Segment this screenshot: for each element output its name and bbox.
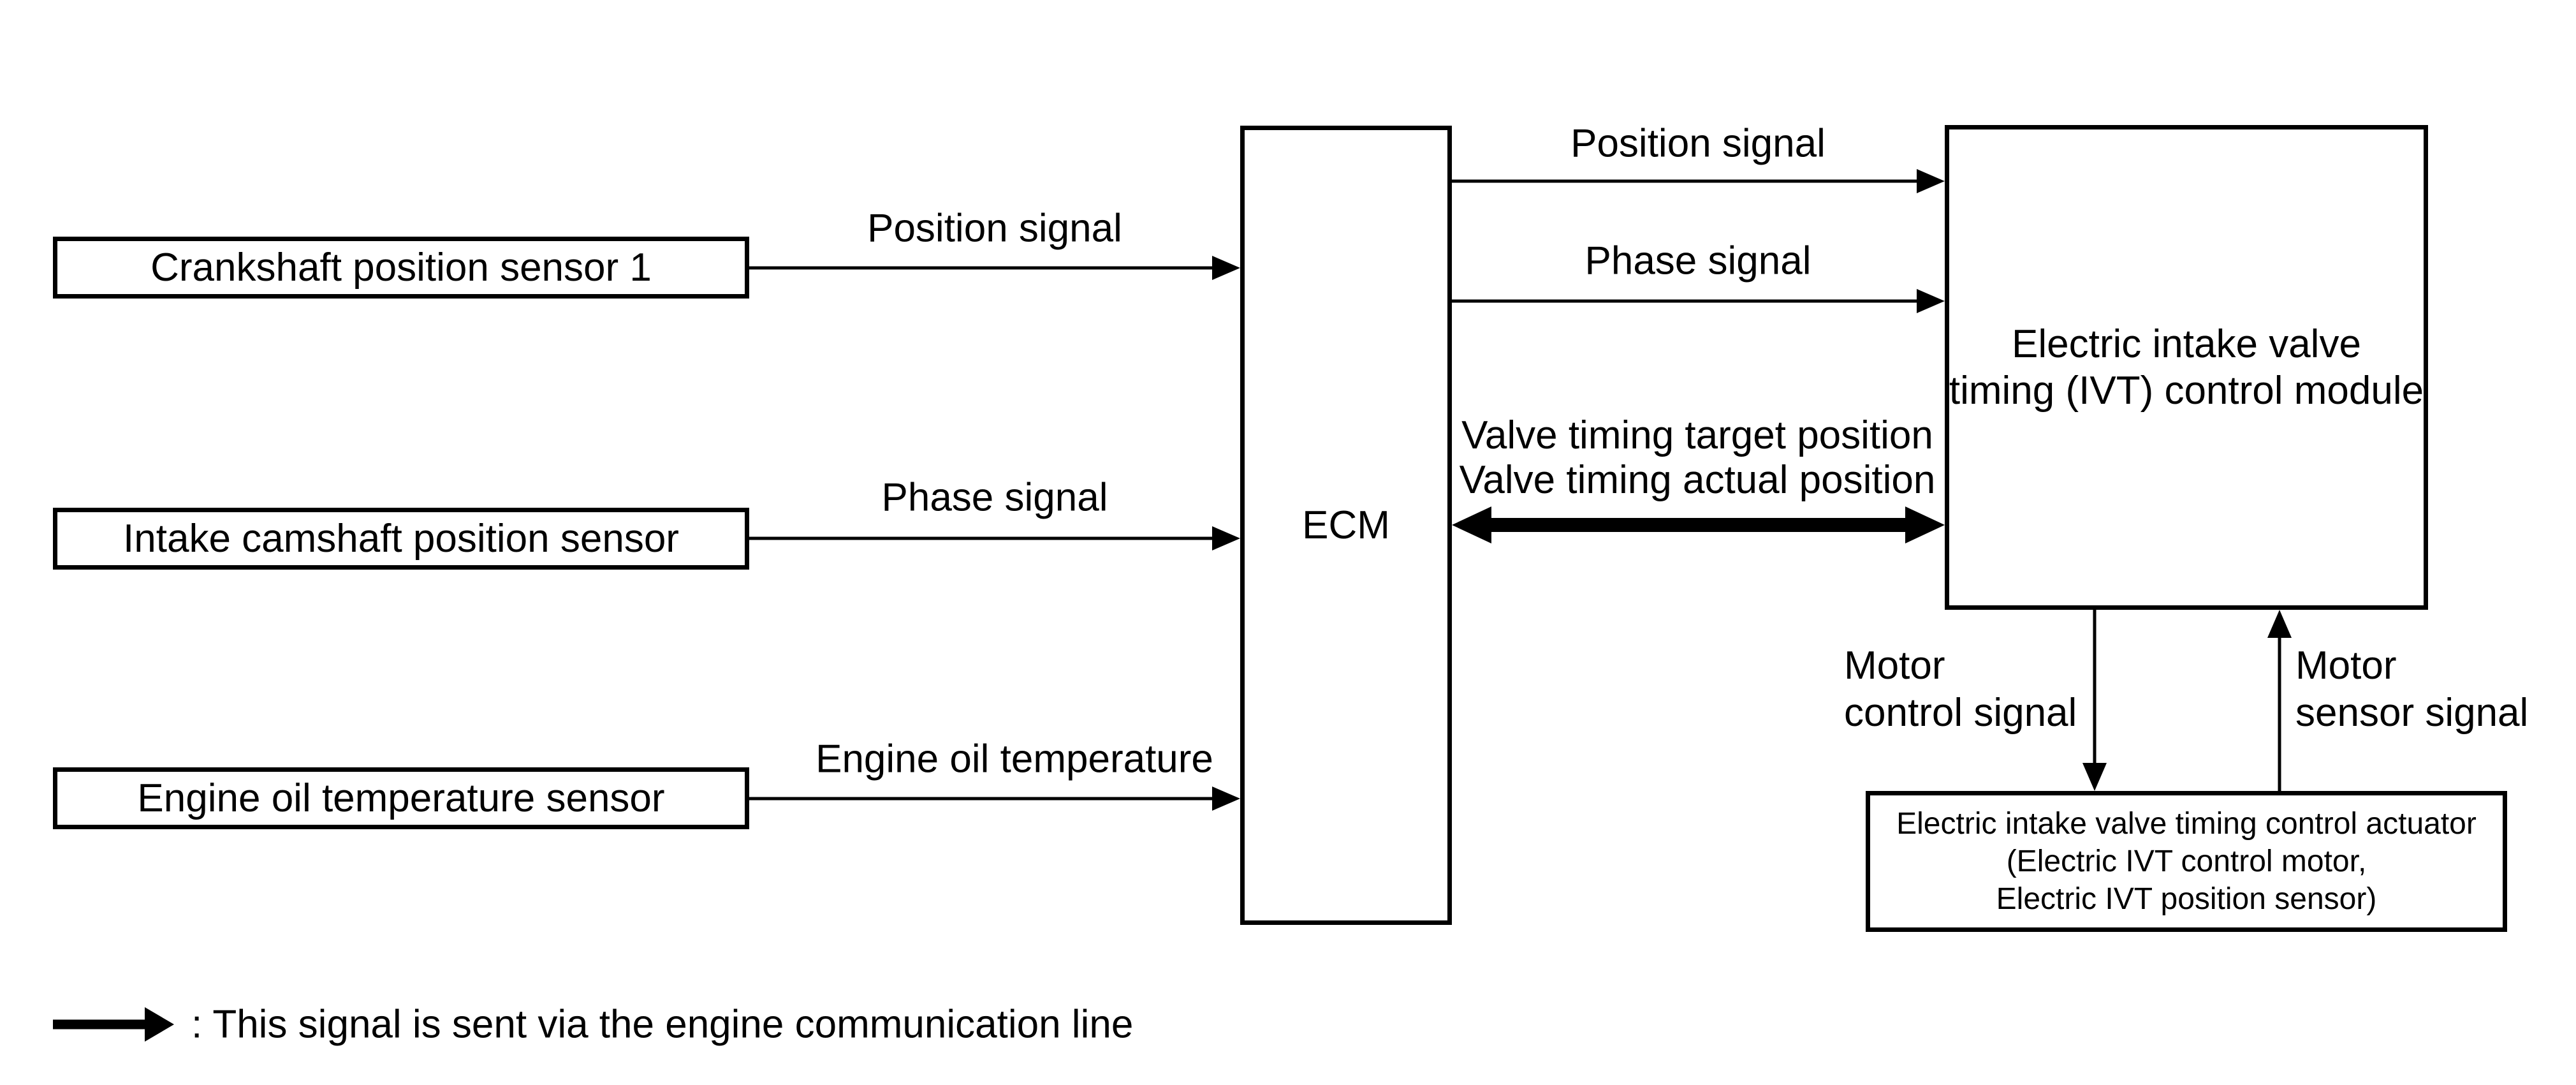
label-valve-timing-target-position: Valve timing target position [1461, 413, 1933, 457]
sensor-box-crankshaft-position-label: Crankshaft position sensor 1 [150, 246, 652, 290]
sensor-box-engine-oil-temperature: Engine oil temperature sensor [53, 767, 749, 829]
ivt-control-module-label-line2: timing (IVT) control module [1949, 369, 2424, 413]
arrowhead-motor-control [2082, 763, 2107, 791]
bus-arrowhead-left [1452, 506, 1491, 543]
ivt-actuator-label-line3: Electric IVT position sensor) [1996, 882, 2377, 916]
label-camshaft-phase-signal: Phase signal [881, 475, 1108, 520]
label-motor-sensor-signal: Motor sensor signal [2295, 642, 2528, 737]
arrowhead-ecm-phase-to-ivt [1917, 289, 1945, 313]
label-motor-control-signal-line2: control signal [1844, 691, 2077, 735]
label-engine-oil-temperature: Engine oil temperature [816, 737, 1213, 781]
ecm-box: ECM [1240, 126, 1452, 925]
label-crankshaft-position-signal: Position signal [867, 206, 1122, 251]
ivt-control-module-box: Electric intake valve timing (IVT) contr… [1945, 125, 2428, 610]
label-motor-control-signal-line1: Motor [1844, 644, 1945, 688]
sensor-box-engine-oil-temperature-label: Engine oil temperature sensor [137, 776, 665, 820]
label-motor-sensor-signal-line1: Motor [2295, 644, 2397, 688]
label-valve-timing-bus: Valve timing target position Valve timin… [1460, 413, 1936, 503]
arrowhead-ecm-position-to-ivt [1917, 169, 1945, 193]
arrowhead-crankshaft-to-ecm [1212, 256, 1240, 280]
sensor-box-intake-camshaft-position: Intake camshaft position sensor [53, 508, 749, 570]
ivt-control-module-label-line1: Electric intake valve [2012, 322, 2361, 366]
bus-arrowhead-right [1905, 506, 1945, 543]
sensor-box-crankshaft-position: Crankshaft position sensor 1 [53, 237, 749, 299]
ivt-actuator-label-line1: Electric intake valve timing control act… [1896, 807, 2477, 841]
arrowhead-camshaft-to-ecm [1212, 526, 1240, 550]
legend-text: : This signal is sent via the engine com… [191, 1002, 1134, 1047]
ecm-box-label: ECM [1302, 503, 1390, 547]
ivt-actuator-label-line2: (Electric IVT control motor, [2006, 845, 2367, 878]
label-valve-timing-actual-position: Valve timing actual position [1459, 458, 1936, 502]
arrowhead-oiltemp-to-ecm [1212, 786, 1240, 811]
label-motor-control-signal: Motor control signal [1844, 642, 2077, 737]
label-ecm-position-signal: Position signal [1570, 121, 1826, 166]
label-motor-sensor-signal-line2: sensor signal [2295, 691, 2529, 735]
legend-arrowhead [145, 1007, 174, 1042]
sensor-box-intake-camshaft-position-label: Intake camshaft position sensor [123, 517, 679, 561]
ivt-actuator-box: Electric intake valve timing control act… [1866, 791, 2507, 932]
label-ecm-phase-signal: Phase signal [1584, 239, 1811, 283]
arrowhead-motor-sensor [2267, 610, 2292, 638]
